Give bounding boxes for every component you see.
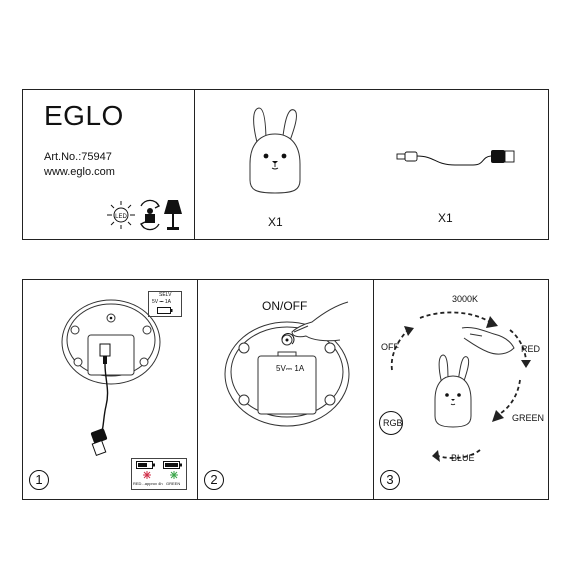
lamp-base-underside	[61, 299, 161, 385]
charging-battery-icon	[136, 461, 155, 469]
mode-blue: BLUE	[451, 453, 475, 463]
mode-red: RED	[521, 344, 541, 354]
lamp-quantity: X1	[268, 215, 283, 229]
onoff-label: ON/OFF	[262, 299, 308, 313]
usb-cable-illustration	[396, 150, 515, 166]
led-sun-icon: LED	[107, 201, 135, 229]
base-rating-text: 5V⎓ 1A	[276, 364, 305, 373]
article-number: Art.No.:75947	[44, 151, 112, 163]
step-1-number: 1	[29, 470, 49, 490]
press-finger-hand	[291, 301, 349, 342]
legend-red: RED...approx 4h	[133, 481, 163, 486]
full-battery-icon	[163, 461, 182, 469]
press-indicator-arc	[281, 333, 295, 345]
mode-3000k: 3000K	[452, 294, 479, 304]
bunny-lamp-illustration	[249, 107, 301, 194]
header-panel	[22, 89, 549, 240]
usb-cable-plug	[90, 343, 111, 456]
header-divider	[194, 89, 195, 240]
rating-label-box	[148, 291, 182, 317]
mode-cycle-arrows	[390, 311, 531, 462]
mode-green: GREEN	[512, 413, 545, 423]
green-light-icon	[170, 471, 178, 479]
steps-panel	[22, 279, 549, 500]
mode-off: OFF	[381, 342, 399, 352]
website: www.eglo.com	[44, 166, 115, 178]
mode-rgb: RGB	[383, 418, 403, 428]
steps-divider-2	[373, 279, 374, 500]
cable-quantity: X1	[438, 211, 453, 225]
charging-legend	[131, 458, 187, 490]
steps-divider-1	[197, 279, 198, 500]
battery-icon	[157, 307, 173, 314]
step-2-number: 2	[204, 470, 224, 490]
bunny-lamp-small	[434, 354, 472, 428]
red-light-icon	[143, 471, 151, 479]
step-3-number: 3	[380, 470, 400, 490]
mode-rgb-badge	[379, 411, 403, 435]
selv-label: SELV	[159, 292, 172, 298]
legend-green: GREEN	[166, 481, 181, 486]
rating-label: 5V ⎓ 1A	[152, 299, 171, 305]
brand-logo: EGLO	[44, 100, 124, 131]
svg-text:LED: LED	[115, 214, 127, 220]
tap-hand	[461, 327, 515, 355]
lamp-base-underside	[224, 321, 350, 427]
replaceable-battery-icon	[140, 199, 160, 231]
table-lamp-icon	[164, 200, 182, 230]
